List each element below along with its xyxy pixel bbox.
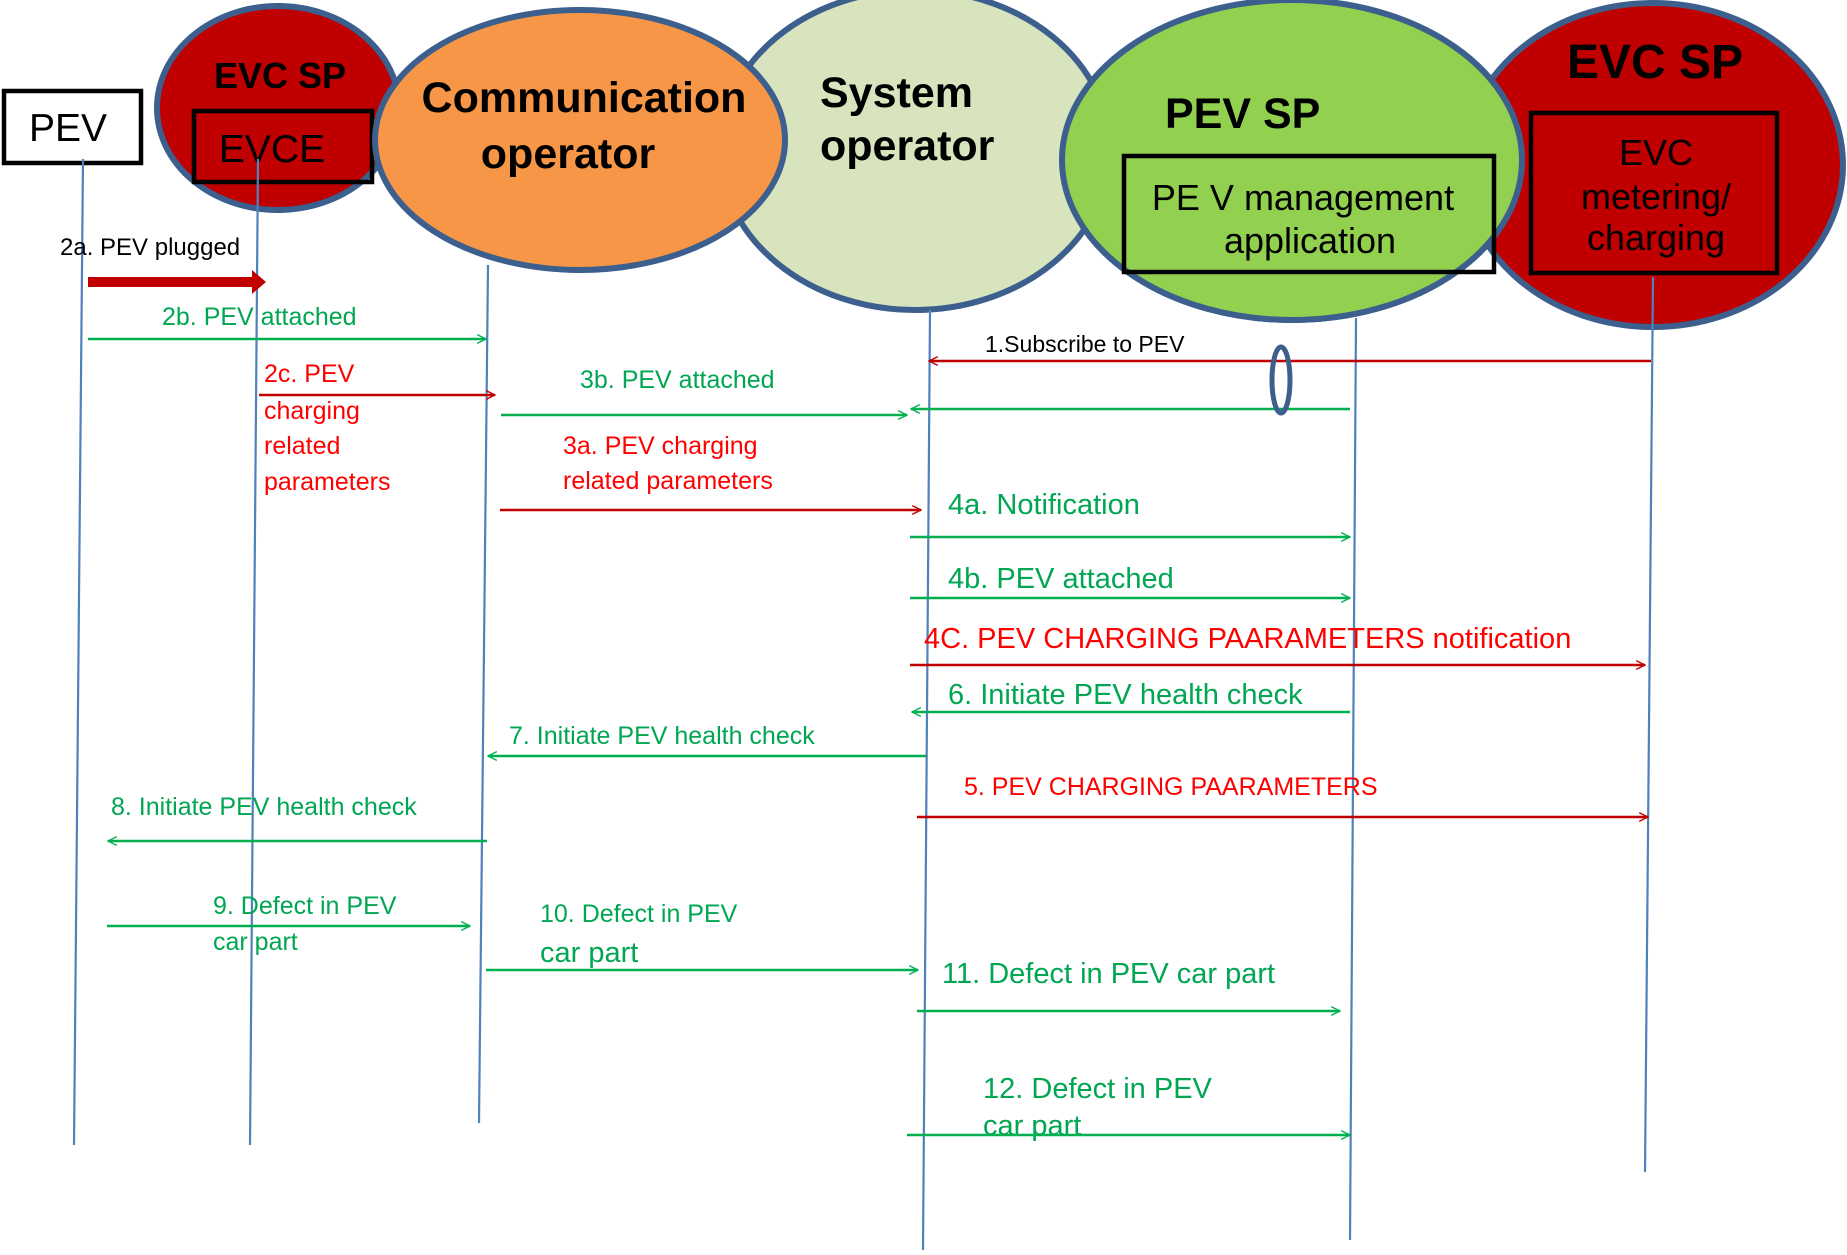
message-12-line1: 12. Defect in PEV: [983, 1073, 1213, 1105]
communication-operator-line2: operator: [481, 130, 656, 178]
actor-communication-operator: Communication operator: [372, 7, 788, 273]
evc-metering-line3: charging: [1587, 217, 1725, 258]
actor-system-operator: System operator: [717, 0, 1113, 313]
message-9-line2: car part: [213, 928, 298, 956]
message-4a: 4a. Notification: [910, 489, 1350, 537]
message-4c-label: 4C. PEV CHARGING PAARAMETERS notificatio…: [924, 623, 1571, 655]
evc-metering-box: [1528, 110, 1780, 276]
message-2c-line4: parameters: [264, 468, 390, 496]
message-4b: 4b. PEV attached: [910, 563, 1350, 598]
message-6-label: 6. Initiate PEV health check: [948, 679, 1303, 711]
message-4b-label: 4b. PEV attached: [948, 563, 1174, 595]
pev-sp-title-front: PEV SP: [1165, 90, 1320, 138]
message-2b: 2b. PEV attached: [88, 303, 486, 339]
message-4c: 4C. PEV CHARGING PAARAMETERS notificatio…: [910, 623, 1645, 665]
pev-box: [1, 88, 144, 166]
message-11-label: 11. Defect in PEV car part: [942, 958, 1275, 990]
lifeline-pev: [72, 158, 85, 1146]
message-3b-label: 3b. PEV attached: [580, 366, 775, 394]
evc-sp-left-title: EVC SP: [214, 55, 346, 96]
message-8: 8. Initiate PEV health check: [108, 793, 487, 841]
message-7: 7. Initiate PEV health check: [488, 722, 926, 756]
grouping-loop-icon: [1269, 344, 1293, 416]
message-4a-label: 4a. Notification: [948, 489, 1140, 521]
message-3a-line1: 3a. PEV charging: [563, 432, 758, 460]
system-operator-line2: operator: [820, 122, 995, 170]
lifeline-communication-operator: [477, 264, 490, 1124]
evc-metering-line1: EVC: [1619, 132, 1693, 173]
communication-operator-ellipse: [372, 7, 788, 273]
message-9: 9. Defect in PEV car part: [107, 892, 470, 956]
message-2b-label: 2b. PEV attached: [162, 303, 357, 331]
message-2c-line1: 2c. PEV: [264, 360, 355, 388]
message-8-label: 8. Initiate PEV health check: [111, 793, 417, 821]
message-2a-arrow-head: [252, 270, 266, 294]
message-12: 12. Defect in PEV car part: [907, 1073, 1350, 1142]
message-10: 10. Defect in PEV car part: [486, 900, 918, 970]
message-2a-label: 2a. PEV plugged: [60, 234, 240, 261]
evce-box: [191, 108, 375, 185]
evc-sp-right-title: EVC SP: [1567, 36, 1743, 89]
message-5-label: 5. PEV CHARGING PAARAMETERS: [964, 773, 1378, 801]
message-1-label: 1.Subscribe to PEV: [985, 331, 1185, 357]
message-3a-line2: related parameters: [563, 467, 773, 495]
lifeline-system-operator: [921, 309, 932, 1251]
lifeline-evce: [248, 158, 260, 1146]
message-3b: 3b. PEV attached: [501, 366, 907, 415]
message-3a: 3a. PEV charging related parameters: [500, 432, 921, 510]
message-7-label: 7. Initiate PEV health check: [509, 722, 815, 750]
evc-metering-line2: metering/: [1581, 176, 1731, 217]
message-2a: 2a. PEV plugged: [60, 234, 266, 294]
pev-management-box: [1121, 153, 1497, 275]
message-10-line2: car part: [540, 937, 638, 969]
lifeline-evc-sp: [1643, 276, 1655, 1173]
message-1: 1.Subscribe to PEV: [929, 331, 1651, 361]
message-2c-line3: related: [264, 432, 340, 460]
message-5: 5. PEV CHARGING PAARAMETERS: [917, 773, 1648, 817]
message-2c-line2: charging: [264, 397, 360, 425]
message-6: 6. Initiate PEV health check: [912, 679, 1350, 712]
pev-management-line1: PE V management: [1152, 177, 1454, 218]
pev-management-line2: application: [1224, 220, 1396, 261]
pev-label: PEV: [29, 107, 107, 150]
message-2c: 2c. PEV charging related parameters: [259, 360, 495, 496]
evce-label: EVCE: [219, 128, 325, 171]
message-12-line2: car part: [983, 1110, 1081, 1142]
message-11: 11. Defect in PEV car part: [917, 958, 1340, 1011]
message-2a-arrow-shaft: [88, 277, 253, 287]
actor-evc-sp-left: EVC SP EVCE: [154, 3, 402, 213]
evc-metering-group: EVC metering/ charging: [1528, 110, 1780, 276]
actor-pev: PEV: [1, 88, 144, 166]
message-10-line1: 10. Defect in PEV: [540, 900, 738, 928]
lifeline-pev-sp: [1348, 317, 1358, 1241]
message-1b: [911, 344, 1350, 416]
pev-sp-ellipse-front: [1059, 0, 1525, 323]
system-operator-line1: System: [820, 69, 973, 117]
communication-operator-line1: Communication: [422, 74, 747, 122]
message-9-line1: 9. Defect in PEV: [213, 892, 397, 920]
actor-pev-sp-front: PEV SP PE V management application: [1059, 0, 1525, 323]
